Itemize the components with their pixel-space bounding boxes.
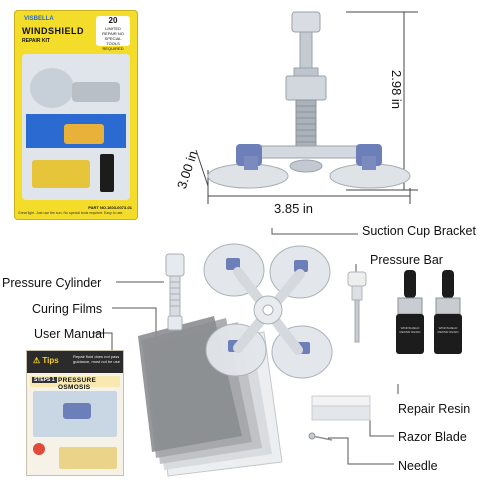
- package-car-photo-highlight: [64, 124, 104, 144]
- label-repair-resin: Repair Resin: [398, 402, 471, 416]
- manual-step: STEPS 1 PRESSURE OSMOSIS: [30, 376, 120, 391]
- manual-tips-text: Tips: [42, 356, 59, 365]
- manual-step-badge: STEPS 1: [32, 377, 57, 383]
- package-badge: 20 LIMITED REPAIR NO SPECIAL TOOLS REQUI…: [96, 16, 130, 51]
- manual-step-text: PRESSURE OSMOSIS: [58, 377, 97, 391]
- dimension-lines: [195, 11, 418, 204]
- package-bottom-text: Great light. Just use the sun. No specia…: [18, 211, 124, 215]
- manual-tips: ⚠ Tips: [33, 356, 59, 365]
- package-suction-cup: [30, 68, 74, 108]
- label-pressure-bar: Pressure Bar: [370, 253, 443, 267]
- manual-illustration-tool: [63, 403, 91, 419]
- pressure-bar: [347, 271, 367, 343]
- pressure-cylinder: [165, 253, 185, 331]
- label-suction-cup-bracket: Suction Cup Bracket: [362, 224, 476, 238]
- package-cylinder: [72, 82, 120, 102]
- resin-bottle-text-left: WINDSHIELD REPAIR RESIN: [399, 326, 421, 334]
- repair-kit-package: VISBELLA WINDSHIELD REPAIR KIT 20 LIMITE…: [14, 10, 138, 220]
- package-title: WINDSHIELD: [22, 26, 84, 36]
- manual-note: [59, 447, 117, 469]
- manual-warning: Repair fluid does not pass guidance, mus…: [73, 354, 120, 364]
- package-brand: VISBELLA: [24, 16, 54, 22]
- package-part-number: PART NO.1603-0073-01: [88, 205, 132, 210]
- resin-bottle-text-right: WINDSHIELD REPAIR RESIN: [437, 326, 459, 334]
- label-pressure-cylinder: Pressure Cylinder: [2, 276, 102, 290]
- label-razor-blade: Razor Blade: [398, 430, 467, 444]
- label-curing-films: Curing Films: [32, 302, 103, 316]
- dimension-height: 2.98 in: [389, 70, 404, 110]
- package-badge-number: 20: [108, 16, 118, 25]
- package-badge-text: LIMITED REPAIR NO SPECIAL TOOLS REQUIRED: [102, 26, 124, 51]
- user-manual: ⚠ Tips Repair fluid does not pass guidan…: [26, 350, 124, 476]
- injector-assembly: [207, 11, 411, 189]
- package-instructions: [32, 160, 90, 188]
- razor-blade: [311, 395, 371, 421]
- label-needle: Needle: [398, 459, 438, 473]
- manual-warning-icon: [33, 443, 45, 455]
- suction-cup-bracket: [203, 243, 333, 379]
- repair-resin-bottles: [396, 270, 462, 354]
- package-resin-bottle: [100, 154, 114, 192]
- label-user-manual: User Manual: [34, 327, 105, 341]
- package-subtitle: REPAIR KIT: [22, 38, 50, 44]
- needle: [308, 432, 333, 441]
- dimension-width: 3.85 in: [274, 201, 314, 216]
- manual-header: ⚠ Tips Repair fluid does not pass guidan…: [27, 351, 123, 373]
